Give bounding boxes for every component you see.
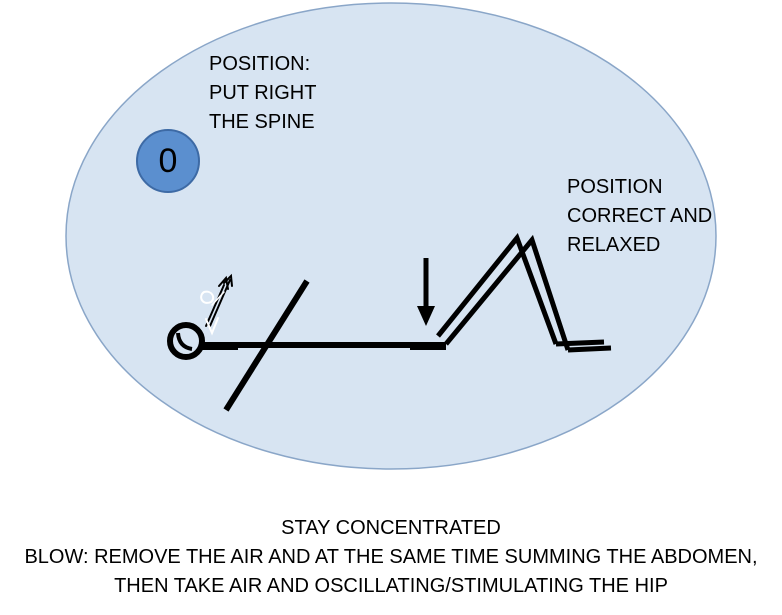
figure-leg-back [436,232,559,345]
figure-head [167,322,205,360]
figure-foot-front [567,345,612,353]
spine-label-line: THE SPINE [209,111,315,133]
step-badge [136,129,200,193]
background-ellipse [65,2,717,470]
caption-line: BLOW: REMOVE THE AIR AND AT THE SAME TIM… [24,546,758,568]
figure-face [176,332,193,351]
down-arrow-icon [417,258,435,326]
figure-arm [223,279,310,412]
spine-label-line: PUT RIGHT [209,82,317,104]
figure-leg-front [444,234,571,351]
breath-arrows-icon [200,273,233,336]
relaxed-position-label: POSITION CORRECT AND RELAXED [567,173,712,260]
caption-line: THEN TAKE AIR AND OSCILLATING/STIMULATIN… [114,575,668,597]
spine-position-label: POSITION: PUT RIGHT THE SPINE [209,50,316,137]
caption-line: STAY CONCENTRATED [281,517,501,539]
stick-figure [167,232,612,412]
relaxed-label-line: RELAXED [567,234,661,256]
relaxed-label-line: POSITION [567,176,663,198]
step-badge-number: 0 [158,142,178,180]
figure-foot-back [555,339,605,347]
spine-label-line: POSITION: [209,53,311,75]
instruction-caption: STAY CONCENTRATED BLOW: REMOVE THE AIR A… [0,514,782,601]
relaxed-label-line: CORRECT AND [567,205,713,227]
